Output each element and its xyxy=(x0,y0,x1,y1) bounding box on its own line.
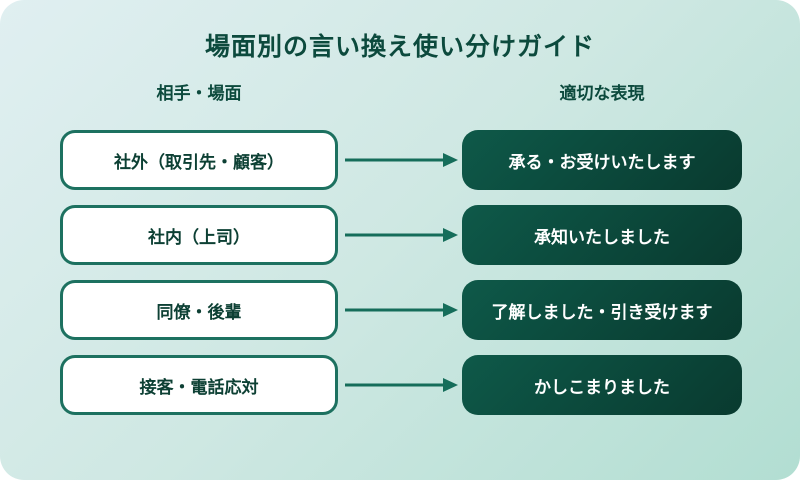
arrow-right-icon xyxy=(345,153,458,167)
expression-box: 承る・お受けいたします xyxy=(462,130,742,190)
arrow-right-icon xyxy=(345,303,458,317)
page-title: 場面別の言い換え使い分けガイド xyxy=(204,33,595,61)
column-header-expression: 適切な表現 xyxy=(559,84,645,103)
expression-box: かしこまりました xyxy=(462,355,742,415)
expression-box: 承知いたしました xyxy=(462,205,742,265)
situation-box: 社内（上司） xyxy=(60,205,338,265)
expression-box: 了解しました・引き受けます xyxy=(462,280,742,340)
situation-box: 接客・電話応対 xyxy=(60,355,338,415)
situation-box: 同僚・後輩 xyxy=(60,280,338,340)
column-header-situation: 相手・場面 xyxy=(156,84,242,103)
arrow-right-icon xyxy=(345,228,458,242)
situation-box: 社外（取引先・顧客） xyxy=(60,130,338,190)
arrow-right-icon xyxy=(345,378,458,392)
